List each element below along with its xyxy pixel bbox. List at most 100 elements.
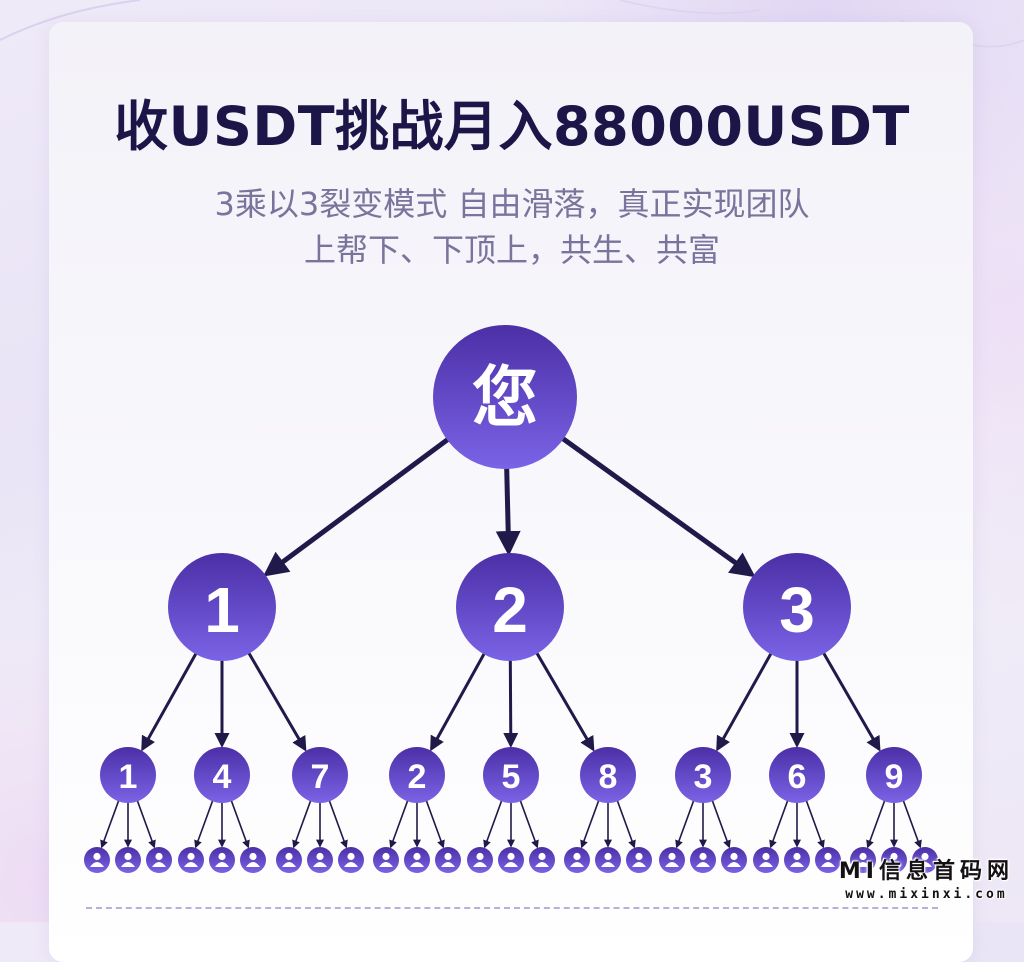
person-icon: [570, 852, 584, 867]
person-icon: [441, 852, 455, 867]
leaf-node: [146, 847, 172, 873]
person-icon: [313, 852, 327, 867]
level2-node-9-label: 9: [885, 758, 904, 796]
leaf-node: [626, 847, 652, 873]
level2-node-9: [866, 747, 922, 803]
person-icon: [632, 852, 646, 867]
arrow-level1-to-level2-5: [503, 656, 519, 749]
level1-node-3-label: 3: [779, 574, 815, 646]
person-icon: [504, 852, 518, 867]
level2-node-6-label: 8: [599, 758, 618, 796]
leaf-node: [784, 847, 810, 873]
leaf-node: [529, 847, 555, 873]
level1-node-2-label: 2: [492, 574, 528, 646]
level2-node-1: [100, 747, 156, 803]
leaf-node: [240, 847, 266, 873]
arrow-level1-to-level2-7: [716, 649, 774, 752]
leaf-node: [659, 847, 685, 873]
person-icon: [759, 852, 773, 867]
arrow-level2-to-leaf-13: [483, 797, 504, 849]
level1-node-1: [168, 553, 276, 661]
leaf-node: [467, 847, 493, 873]
leaf-node: [881, 847, 907, 873]
arrow-root-to-level1-2: [495, 464, 521, 557]
level2-node-4: [389, 747, 445, 803]
arrow-level2-to-leaf-3: [135, 797, 156, 849]
person-icon: [90, 852, 104, 867]
arrow-level2-to-leaf-4: [194, 797, 215, 849]
level2-node-3-label: 7: [311, 758, 330, 796]
person-icon: [184, 852, 198, 867]
leaf-node: [435, 847, 461, 873]
level2-node-3: [292, 747, 348, 803]
arrow-level2-to-leaf-7: [292, 797, 313, 849]
level2-node-8: [769, 747, 825, 803]
leaf-node: [912, 847, 938, 873]
leaf-node: [178, 847, 204, 873]
person-icon: [282, 852, 296, 867]
person-icon: [473, 852, 487, 867]
level2-node-6: [580, 747, 636, 803]
person-icon: [379, 852, 393, 867]
person-icon: [727, 852, 741, 867]
level2-node-2-label: 4: [213, 758, 232, 796]
arrow-level1-to-level2-9: [820, 649, 881, 752]
arrow-level2-to-leaf-15: [518, 797, 539, 849]
watermark-name: MI信息首码网: [838, 859, 1014, 884]
arrow-level2-to-leaf-12: [424, 797, 445, 849]
watermark-logo: MI信息首码网 www.mixinxi.com: [839, 858, 1014, 904]
leaf-node: [595, 847, 621, 873]
person-icon: [152, 852, 166, 867]
level2-node-7-label: 3: [694, 758, 713, 796]
level1-node-3: [743, 553, 851, 661]
person-icon: [665, 852, 679, 867]
level2-node-5-label: 5: [502, 758, 521, 796]
leaf-node: [84, 847, 110, 873]
arrow-level2-to-leaf-25: [866, 797, 887, 849]
leaf-node: [690, 847, 716, 873]
person-icon: [344, 852, 358, 867]
leaf-node: [753, 847, 779, 873]
arrow-level2-to-leaf-24: [804, 797, 825, 849]
level1-node-2: [456, 553, 564, 661]
level1-node-1-label: 1: [204, 574, 240, 646]
leaf-node: [498, 847, 524, 873]
person-icon: [535, 852, 549, 867]
arrow-level1-to-level2-6: [533, 649, 595, 752]
person-icon: [790, 852, 804, 867]
dashed-divider: [86, 907, 938, 909]
person-icon: [601, 852, 615, 867]
person-icon: [887, 852, 901, 867]
level2-node-7: [675, 747, 731, 803]
arrow-level1-to-level2-3: [245, 649, 307, 752]
leaf-node: [307, 847, 333, 873]
leaf-node: [276, 847, 302, 873]
arrow-root-to-level1-3: [558, 434, 756, 578]
level2-node-8-label: 6: [788, 758, 807, 796]
arrow-level2-to-leaf-1: [100, 797, 121, 849]
person-icon: [246, 852, 260, 867]
root-node-label: 您: [472, 359, 538, 436]
leaf-node: [404, 847, 430, 873]
leaf-node: [115, 847, 141, 873]
leaf-node: [338, 847, 364, 873]
person-icon: [410, 852, 424, 867]
referral-tree-diagram: 您 1 2 3 1 4 7 2 5 8 3 6 9: [84, 325, 938, 873]
leaf-node: [373, 847, 399, 873]
arrow-level2-to-leaf-16: [580, 797, 601, 849]
person-icon: [821, 852, 835, 867]
subtitle-line-2: 上帮下、下顶上，共生、共富: [303, 231, 720, 269]
arrow-level2-to-leaf-22: [769, 797, 790, 849]
arrow-level2-to-leaf-10: [389, 797, 410, 849]
person-icon: [215, 852, 229, 867]
arrow-level2-to-leaf-18: [615, 797, 636, 849]
person-icon: [918, 852, 932, 867]
arrow-level2-to-leaf-9: [327, 797, 348, 849]
leaf-node: [209, 847, 235, 873]
person-icon: [121, 852, 135, 867]
root-node: [433, 325, 577, 469]
person-icon: [856, 852, 870, 867]
leaf-node: [815, 847, 841, 873]
watermark-url: www.mixinxi.com: [845, 887, 1008, 902]
arrow-level1-to-level2-1: [141, 649, 199, 752]
